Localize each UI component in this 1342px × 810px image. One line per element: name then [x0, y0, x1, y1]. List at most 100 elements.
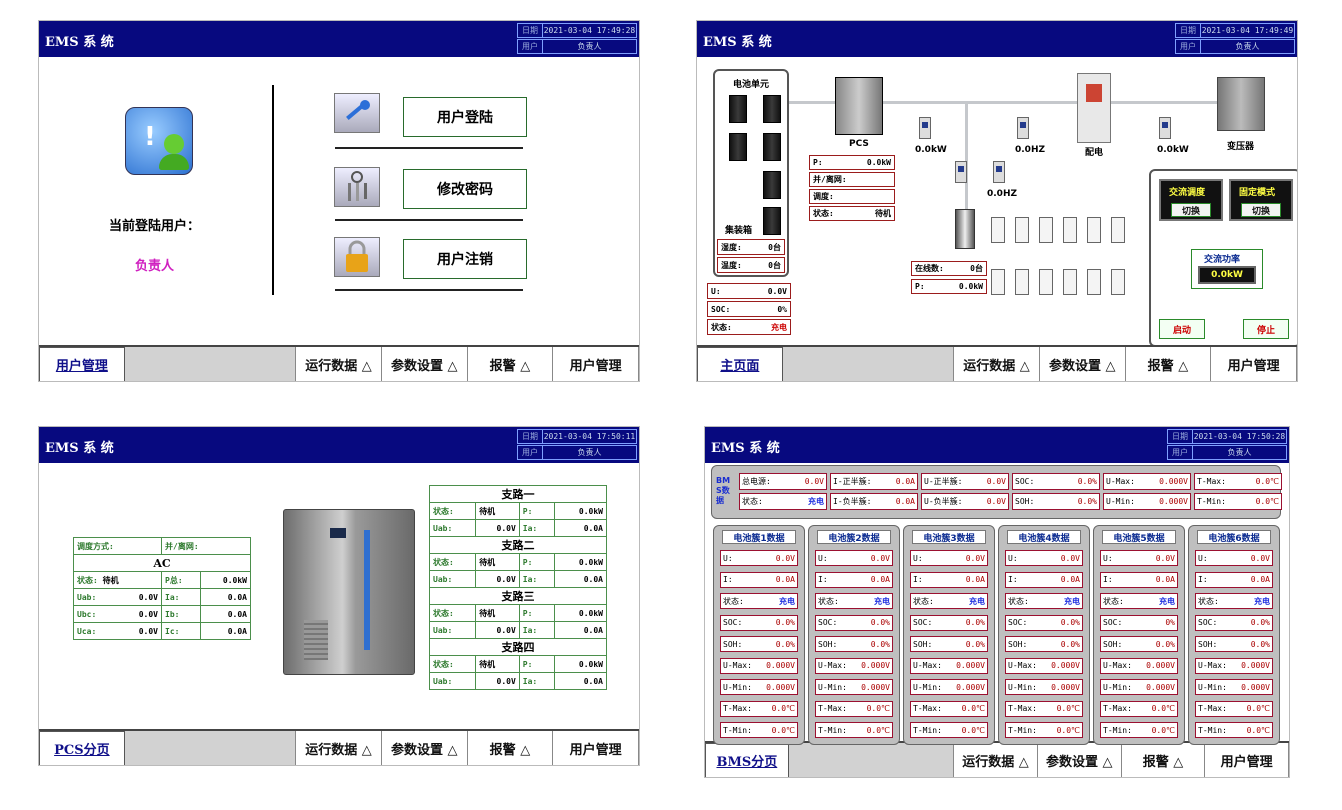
login-button[interactable]: 用户登陆: [403, 97, 527, 137]
cluster-field: SOH:0.0%: [720, 636, 798, 652]
date-value: 2021-03-04 17:50:28: [1193, 429, 1287, 444]
meter-value: 0.0kW: [915, 145, 947, 155]
user-avatar-icon: !: [125, 107, 193, 175]
branch-4-title: 支路四: [429, 638, 607, 656]
uab-label: Uab:: [428, 570, 477, 588]
cluster-field: U-Max:0.000V: [910, 657, 988, 674]
p-label: P:: [518, 553, 556, 571]
transformer-icon: [1217, 77, 1265, 131]
temperature-field: 温度:0台: [717, 257, 785, 273]
page-tab[interactable]: PCS分页: [39, 731, 125, 765]
cluster-field: U:0.0V: [1195, 550, 1273, 566]
bottom-nav: PCS分页 运行数据 △ 参数设置 △ 报警 △ 用户管理: [39, 729, 639, 765]
charger-cabinet-icon: [955, 209, 975, 249]
nav-spacer: [782, 347, 955, 381]
battery-cabinet: [729, 133, 747, 161]
branch-2-title: 支路二: [429, 536, 607, 554]
nav-run-data[interactable]: 运行数据 △: [954, 743, 1038, 777]
ia-value: 0.0A: [554, 621, 607, 639]
bms-summary-field: SOH:0.0%: [1012, 493, 1100, 510]
bus-line: [789, 101, 1219, 104]
uab-value: 0.0V: [475, 621, 520, 639]
cluster-field: SOC:0.0%: [1005, 614, 1083, 631]
nav-run-data[interactable]: 运行数据 △: [296, 347, 382, 381]
grid-label: 并/离网:: [161, 537, 251, 555]
cluster-title: 电池簇2数据: [817, 530, 891, 544]
bms-label: BMS数据: [716, 476, 731, 505]
logout-button[interactable]: 用户注销: [403, 239, 527, 279]
nav-params[interactable]: 参数设置 △: [382, 731, 468, 765]
nav-spacer: [124, 731, 297, 765]
page-tab[interactable]: BMS分页: [705, 743, 789, 777]
cluster-field: U-Max:0.000V: [1195, 657, 1273, 674]
cluster-field: 状态:充电: [1195, 593, 1273, 609]
cluster-field: U:0.0V: [1100, 550, 1178, 566]
cluster-field: U-Max:0.000V: [720, 657, 798, 674]
nav-alarm[interactable]: 报警 △: [468, 347, 554, 381]
date-label: 日期: [1167, 429, 1193, 444]
meter-icon: [993, 161, 1005, 183]
page-tab[interactable]: 主页面: [697, 347, 783, 381]
pcs-power-field: P:0.0kW: [809, 155, 895, 170]
nav-params[interactable]: 参数设置 △: [1040, 347, 1126, 381]
user-value: 负责人: [543, 445, 637, 460]
state-cell: 状态: 待机: [73, 571, 162, 589]
ia-label: Ia:: [518, 570, 556, 588]
cluster-field: SOC:0.0%: [1195, 614, 1273, 631]
battery-cabinet: [763, 95, 781, 123]
nav-run-data[interactable]: 运行数据 △: [954, 347, 1040, 381]
nav-user-mgmt[interactable]: 用户管理: [1211, 347, 1297, 381]
mode-switch-button[interactable]: 切换: [1241, 203, 1281, 217]
nav-params[interactable]: 参数设置 △: [1038, 743, 1122, 777]
underline: [335, 147, 523, 149]
nav-alarm[interactable]: 报警 △: [1122, 743, 1206, 777]
change-password-button[interactable]: 修改密码: [403, 169, 527, 209]
bms-summary-field: 状态:充电: [739, 493, 827, 510]
cluster-field: U-Min:0.000V: [910, 679, 988, 695]
state-label: 状态:: [428, 502, 477, 520]
ia-label: Ia:: [518, 621, 556, 639]
soc-field: SOC:0%: [707, 301, 791, 317]
dispatch-switch-button[interactable]: 切换: [1171, 203, 1211, 217]
pcs-label: PCS: [849, 139, 869, 149]
nav-params[interactable]: 参数设置 △: [382, 347, 468, 381]
cluster-title: 电池簇4数据: [1007, 530, 1081, 544]
cluster-field: SOC:0.0%: [815, 614, 893, 631]
nav-alarm[interactable]: 报警 △: [1126, 347, 1212, 381]
nav-user-mgmt[interactable]: 用户管理: [553, 347, 639, 381]
charger-power-field: P:0.0kW: [911, 279, 987, 294]
ac-power-label: 交流功率: [1204, 255, 1241, 265]
nav-alarm[interactable]: 报警 △: [468, 731, 554, 765]
stop-button[interactable]: 停止: [1243, 319, 1289, 339]
ia-label: Ia:: [518, 672, 556, 690]
cluster-field: U-Max:0.000V: [815, 657, 893, 674]
bottom-nav: 用户管理 运行数据 △ 参数设置 △ 报警 △ 用户管理: [39, 345, 639, 381]
page-tab[interactable]: 用户管理: [39, 347, 125, 381]
distribution-label: 配电: [1085, 148, 1104, 158]
nav-user-mgmt[interactable]: 用户管理: [1205, 743, 1289, 777]
cluster-field: I:0.0A: [1100, 571, 1178, 588]
charger-icon: [1111, 269, 1125, 295]
ia-label: Ia:: [518, 519, 556, 537]
ic-label: Ic:: [160, 622, 202, 640]
ia-value: 0.0A: [554, 519, 607, 537]
state-value: 待机: [475, 655, 520, 673]
p-value: 0.0kW: [554, 553, 607, 571]
cluster-field: U-Min:0.000V: [1005, 679, 1083, 695]
cluster-field: U-Max:0.000V: [1100, 657, 1178, 674]
meter-icon: [919, 117, 931, 139]
start-button[interactable]: 启动: [1159, 319, 1205, 339]
ia-value: 0.0A: [200, 588, 251, 606]
nav-run-data[interactable]: 运行数据 △: [296, 731, 382, 765]
ia-value: 0.0A: [554, 672, 607, 690]
charger-icon: [991, 217, 1005, 243]
current-user-label: 当前登陆用户：: [109, 219, 201, 234]
p-label: P:: [518, 604, 556, 622]
cluster-field: U:0.0V: [1005, 550, 1083, 566]
nav-user-mgmt[interactable]: 用户管理: [553, 731, 639, 765]
